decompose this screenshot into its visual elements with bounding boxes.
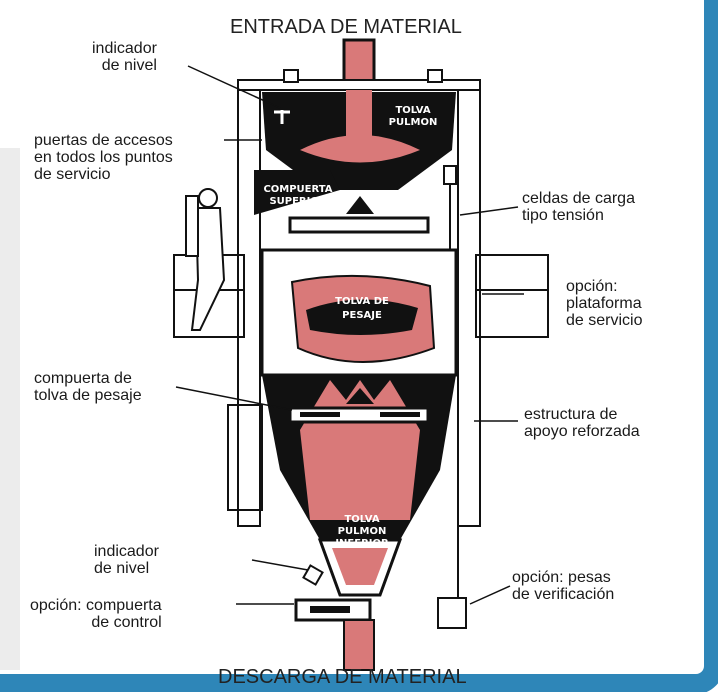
outlet-stream: [343, 619, 375, 671]
upper-gate: [288, 216, 430, 234]
upper-gate-label-2: SUPERIOR: [269, 196, 326, 207]
lower-surge-label-2: PULMON: [338, 526, 387, 537]
inflow-stream: [346, 90, 372, 150]
left-bracket: [227, 404, 263, 511]
top-beam: [237, 79, 481, 91]
upper-gate-label-1: COMPUERTA: [263, 184, 332, 195]
weigh-hopper-label-2: PESAJE: [342, 310, 382, 321]
right-platform: [475, 254, 549, 338]
lower-surge-label-3: INFERIOR: [335, 538, 389, 549]
surge-hopper-label-1: TOLVA: [395, 105, 430, 116]
worker-figure: [185, 188, 226, 331]
upper-gate-body: [254, 170, 340, 215]
inlet-chute: [342, 38, 376, 86]
top-vent: [283, 69, 299, 83]
cone-material: [332, 548, 388, 585]
weigh-hopper-label-bg: [306, 299, 418, 335]
upper-gate-cone: [346, 196, 374, 214]
load-cell: [443, 165, 457, 185]
footer-label: DESCARGA DE MATERIAL: [218, 666, 467, 688]
side-panel: [0, 148, 20, 670]
level-sensor-bottom: [302, 564, 324, 586]
lower-surge-label-1: TOLVA: [344, 514, 379, 525]
top-vent-2: [427, 69, 443, 83]
header-label: ENTRADA DE MATERIAL: [230, 16, 462, 38]
left-column: [237, 85, 261, 527]
weigh-hopper-label-1: TOLVA DE: [335, 296, 389, 307]
surge-hopper-label-2: PULMON: [389, 117, 438, 128]
weigh-gate: [288, 406, 430, 424]
check-weight: [437, 597, 467, 629]
leader-lines: [175, 65, 524, 605]
weigh-gate-cone: [346, 388, 374, 404]
